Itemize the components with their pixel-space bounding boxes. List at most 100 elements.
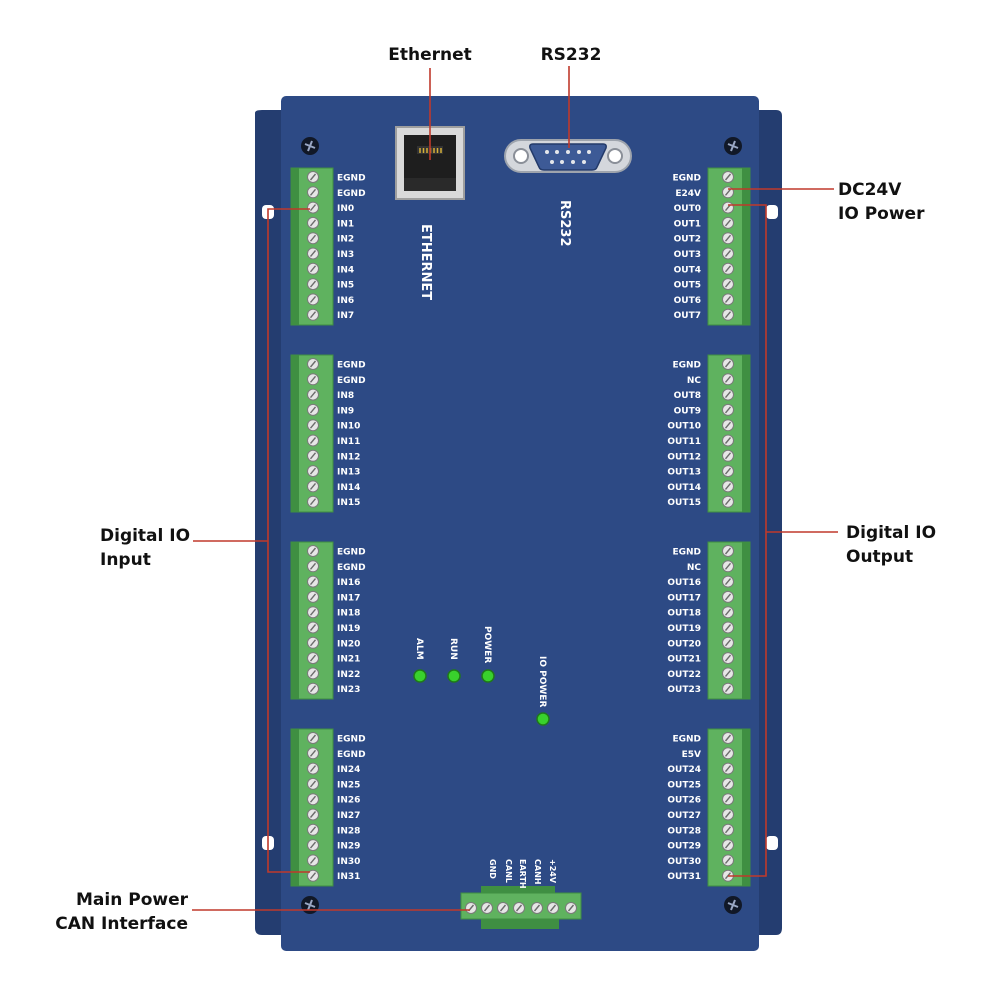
terminal-screw-icon [307, 762, 319, 775]
pin-label: IN15 [337, 498, 360, 508]
terminal-screw-icon [307, 262, 319, 275]
terminal-screw-icon [307, 403, 319, 416]
pin-label: OUT22 [667, 670, 701, 680]
connector-screw-icon [465, 902, 477, 914]
terminal-screw-icon [722, 793, 734, 806]
pin-label: IN30 [337, 857, 360, 867]
terminal-screw-icon [722, 201, 734, 214]
connector-screw-icon [531, 902, 543, 914]
terminal-screw-icon [307, 777, 319, 790]
pin-label: OUT10 [667, 422, 701, 432]
terminal-screw-icon [307, 480, 319, 493]
terminal-screw-icon [307, 636, 319, 649]
pin-label: IN9 [337, 406, 354, 416]
terminal-screw-icon [722, 449, 734, 462]
terminal-screw-icon [722, 839, 734, 852]
right-mounting-flange [758, 110, 782, 935]
terminal-screw-icon [307, 201, 319, 214]
input-terminal-block-4 [290, 728, 334, 887]
pin-label: EGND [337, 361, 366, 371]
connector-pin-label: CANH [533, 859, 542, 884]
terminal-screw-icon [307, 590, 319, 603]
pin-label: OUT20 [667, 639, 701, 649]
terminal-screw-icon [722, 621, 734, 634]
digital-input-callout-line1: Digital IO [100, 526, 190, 546]
pin-label: EGND [337, 548, 366, 558]
pin-label: OUT29 [667, 842, 701, 852]
io-power-led-label: IO POWER [537, 656, 547, 707]
terminal-screw-icon [307, 449, 319, 462]
terminal-screw-icon [722, 777, 734, 790]
terminal-screw-icon [722, 667, 734, 680]
terminal-screw-icon [307, 823, 319, 836]
dc24v-callout-line1: DC24V [838, 180, 902, 200]
terminal-screw-icon [307, 216, 319, 229]
pin-label: IN16 [337, 578, 360, 588]
rs232-port [504, 139, 632, 173]
pin-label: OUT21 [667, 655, 701, 665]
rs232-callout: RS232 [541, 45, 602, 65]
run-led-label: RUN [448, 638, 458, 660]
callout-lines [192, 66, 838, 911]
pin-label: IN20 [337, 639, 360, 649]
pin-label: IN7 [337, 311, 354, 321]
pin-label: OUT25 [667, 780, 701, 790]
alm-led-icon [413, 669, 427, 683]
pin-label: OUT11 [667, 437, 701, 447]
pin-label: IN6 [337, 296, 354, 306]
terminal-screw-icon [722, 358, 734, 370]
terminal-screw-icon [722, 652, 734, 665]
connector-screw-icon [513, 902, 525, 914]
pin-label: E24V [675, 189, 701, 199]
terminal-screw-icon [307, 465, 319, 478]
status-leds: ALM RUN POWER IO POWER [413, 626, 550, 726]
terminal-screw-icon [307, 358, 319, 370]
terminal-screw-icon [722, 232, 734, 245]
terminal-screw-icon [307, 869, 319, 882]
connector-pin-label: CANL [504, 859, 513, 883]
pin-label: EGND [337, 376, 366, 386]
main-power-callout-line1: Main Power [76, 890, 189, 910]
mounting-screw-bottom-right-icon [724, 896, 742, 914]
pin-label: IN19 [337, 624, 360, 634]
pin-label: IN12 [337, 452, 360, 462]
pin-label: NC [687, 376, 702, 386]
io-power-led-icon [536, 712, 550, 726]
pin-label: OUT28 [667, 826, 701, 836]
pin-label: OUT19 [667, 624, 701, 634]
terminal-screw-icon [722, 545, 734, 557]
terminal-screw-icon [722, 434, 734, 447]
pin-label: IN5 [337, 281, 354, 291]
terminal-screw-icon [307, 434, 319, 447]
pin-label: OUT17 [667, 593, 701, 603]
terminal-screw-icon [722, 373, 734, 386]
dc24v-callout-line2: IO Power [838, 204, 925, 224]
pin-label: OUT12 [667, 452, 701, 462]
terminal-screw-icon [307, 388, 319, 401]
terminal-screw-icon [307, 808, 319, 821]
terminal-screw-icon [307, 575, 319, 588]
pin-label: OUT6 [674, 296, 701, 306]
rs232-left-screw-icon [513, 148, 529, 164]
terminal-screw-icon [722, 560, 734, 573]
pin-label: IN11 [337, 437, 360, 447]
pin-label: IN3 [337, 250, 354, 260]
pin-label: EGND [337, 563, 366, 573]
terminal-screw-icon [307, 278, 319, 291]
pin-label: IN24 [337, 765, 360, 775]
output-terminal-block-2 [707, 354, 751, 513]
terminal-screw-icon [307, 854, 319, 867]
pin-label: OUT0 [674, 204, 701, 214]
pin-label: IN0 [337, 204, 354, 214]
terminal-screw-icon [722, 823, 734, 836]
pin-label: OUT2 [674, 235, 701, 245]
pin-label: NC [687, 563, 702, 573]
terminal-screw-icon [307, 495, 319, 508]
terminal-screw-icon [307, 839, 319, 852]
pin-label: IN8 [337, 391, 354, 401]
rs232-right-screw-icon [607, 148, 623, 164]
pin-label: OUT24 [667, 765, 701, 775]
terminal-screw-icon [722, 747, 734, 760]
pin-label: OUT1 [674, 219, 701, 229]
pin-label: OUT23 [667, 685, 701, 695]
